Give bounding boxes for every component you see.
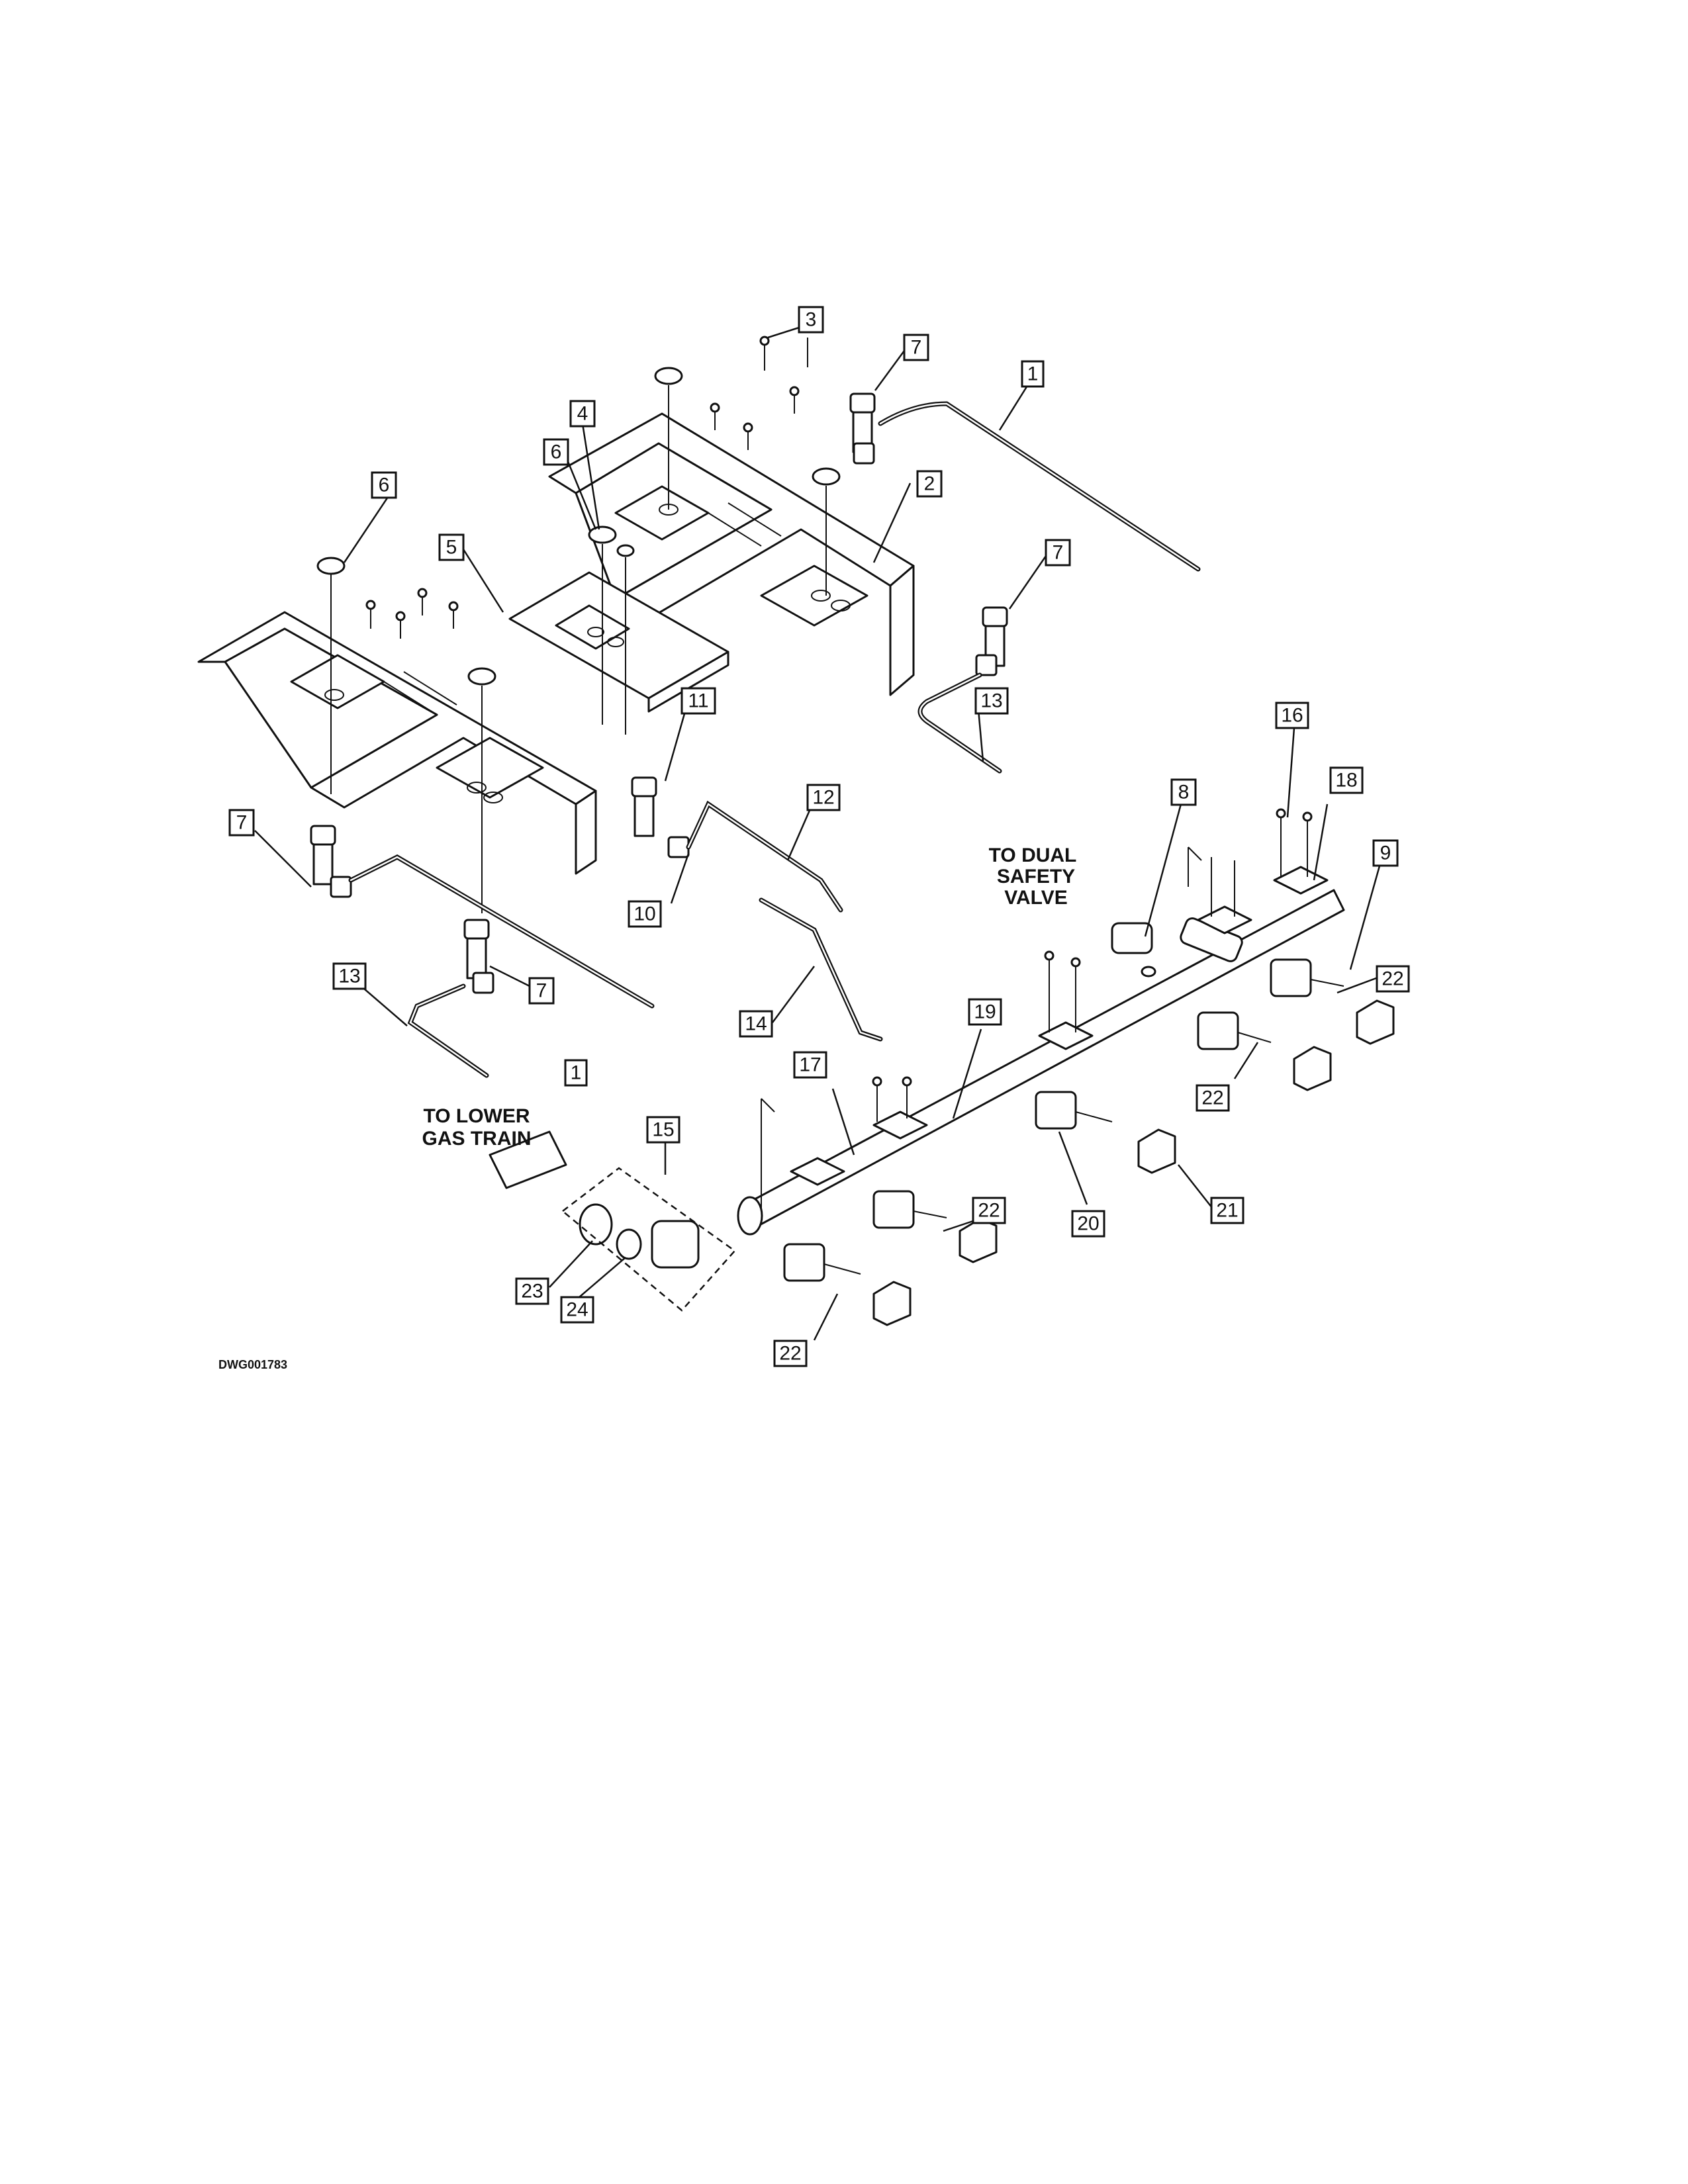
svg-text:14: 14: [745, 1013, 767, 1035]
callout-22b: 22: [1196, 1084, 1230, 1112]
svg-text:GAS TRAIN: GAS TRAIN: [422, 1128, 532, 1150]
burner-frame-right: [548, 412, 915, 696]
callout-1b: 1: [564, 1059, 588, 1087]
callout-8: 8: [1170, 778, 1197, 806]
svg-text:7: 7: [536, 980, 547, 1002]
callout-13b: 13: [332, 962, 367, 990]
callout-2: 2: [916, 470, 943, 498]
callout-12: 12: [806, 784, 841, 811]
cross-member: [508, 571, 729, 713]
svg-text:10: 10: [633, 903, 655, 925]
callout-6a: 6: [543, 438, 569, 466]
svg-text:15: 15: [652, 1119, 674, 1141]
svg-text:20: 20: [1077, 1213, 1099, 1235]
svg-text:TO LOWER: TO LOWER: [423, 1105, 530, 1127]
svg-text:6: 6: [379, 475, 390, 496]
svg-text:22: 22: [1382, 968, 1403, 990]
screws: [365, 336, 800, 639]
callout-22d: 22: [773, 1340, 808, 1367]
svg-text:21: 21: [1216, 1200, 1238, 1222]
callout-10: 10: [628, 900, 662, 928]
svg-text:22: 22: [978, 1200, 1000, 1222]
manifold-brackets: [790, 808, 1329, 1186]
note-dual-safety-valve: TO DUAL SAFETY VALVE: [989, 844, 1077, 909]
orifice-elbows: [310, 392, 1008, 994]
callout-19: 19: [968, 998, 1002, 1026]
svg-text:2: 2: [924, 473, 935, 495]
callout-13a: 13: [974, 687, 1009, 715]
drawing-number: DWG001783: [218, 1358, 287, 1371]
svg-text:23: 23: [521, 1281, 543, 1302]
callout-1a: 1: [1021, 360, 1045, 388]
svg-text:4: 4: [577, 403, 588, 425]
callout-4: 4: [569, 400, 596, 428]
svg-text:22: 22: [779, 1343, 801, 1365]
svg-text:3: 3: [806, 309, 817, 331]
svg-text:9: 9: [1380, 842, 1391, 864]
burner-frame-left: [197, 611, 597, 875]
svg-text:17: 17: [799, 1054, 821, 1076]
svg-text:VALVE: VALVE: [1004, 887, 1068, 909]
callout-24: 24: [560, 1296, 594, 1324]
callout-7d: 7: [528, 977, 555, 1005]
svg-text:1: 1: [571, 1062, 582, 1084]
note-lower-gas-train: TO LOWER GAS TRAIN: [422, 1105, 532, 1150]
svg-text:18: 18: [1335, 770, 1357, 792]
callout-6b: 6: [371, 471, 397, 499]
valve-knobs: [872, 999, 1395, 1326]
svg-text:13: 13: [338, 966, 360, 987]
callout-18: 18: [1329, 766, 1364, 794]
callout-5: 5: [438, 533, 465, 561]
callout-7b: 7: [1045, 539, 1071, 567]
gas-tubes: [348, 401, 1201, 1078]
callout-23: 23: [515, 1277, 549, 1305]
svg-text:8: 8: [1178, 782, 1190, 803]
svg-text:SAFETY: SAFETY: [997, 866, 1075, 887]
inlet-fittings: [489, 922, 1153, 1312]
svg-text:11: 11: [688, 690, 708, 712]
svg-text:TO DUAL: TO DUAL: [989, 844, 1077, 866]
callout-3: 3: [798, 306, 824, 334]
callout-15: 15: [646, 1116, 680, 1144]
svg-text:7: 7: [236, 812, 248, 834]
svg-text:1: 1: [1027, 363, 1039, 385]
callout-21: 21: [1210, 1197, 1244, 1224]
svg-text:16: 16: [1281, 705, 1303, 727]
assembly-lines: [330, 338, 827, 913]
svg-text:12: 12: [812, 787, 834, 809]
callout-17: 17: [793, 1051, 827, 1079]
svg-text:13: 13: [980, 690, 1002, 712]
svg-text:6: 6: [551, 441, 562, 463]
svg-text:24: 24: [566, 1299, 588, 1321]
callout-11: 11: [680, 687, 716, 715]
svg-text:7: 7: [911, 337, 922, 359]
svg-text:22: 22: [1201, 1087, 1223, 1109]
callout-7a: 7: [903, 334, 929, 361]
grommets: [316, 367, 841, 686]
callout-14: 14: [739, 1010, 773, 1038]
callout-7c: 7: [228, 809, 255, 837]
callout-16: 16: [1275, 702, 1309, 729]
callout-22a: 22: [1376, 965, 1410, 993]
svg-text:19: 19: [974, 1001, 996, 1023]
callout-22c: 22: [972, 1197, 1006, 1224]
svg-text:7: 7: [1053, 542, 1064, 564]
callout-9: 9: [1372, 839, 1399, 867]
callout-20: 20: [1071, 1210, 1105, 1238]
burner-valves: [783, 958, 1344, 1282]
svg-text:5: 5: [446, 537, 457, 559]
